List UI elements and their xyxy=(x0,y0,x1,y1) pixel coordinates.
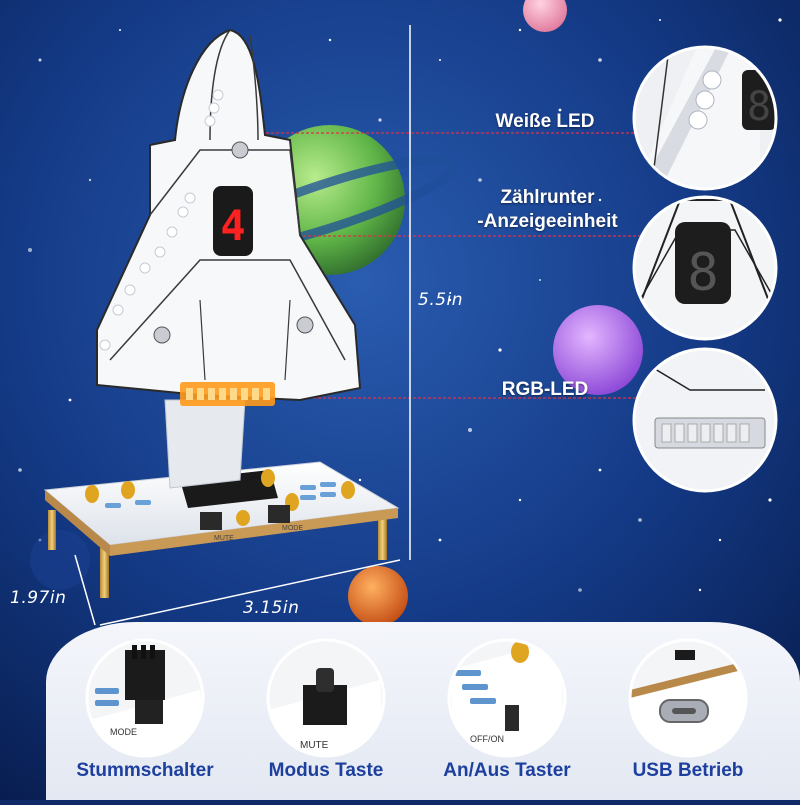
space-shuttle: 4 xyxy=(96,28,362,406)
base-board: MUTE MODE xyxy=(43,454,400,598)
board-stem xyxy=(164,399,246,489)
feature-caption-usb: USB Betrieb xyxy=(632,760,744,781)
board-label-mute: MUTE xyxy=(214,535,234,542)
dimension-height: 5.5in xyxy=(418,290,464,310)
purple-planet xyxy=(553,305,643,395)
callout-countdown-line2: -Anzeigeeinheit xyxy=(477,211,618,232)
svg-text:8: 8 xyxy=(747,84,771,130)
orange-planet xyxy=(348,566,408,626)
dark-planet xyxy=(30,530,90,590)
callout-rgb-led: RGB-LED xyxy=(501,379,589,400)
zoom-circle-white-led: 8 xyxy=(632,45,778,191)
callout-countdown-line1: Zählrunter xyxy=(500,187,595,208)
zoom-circle-countdown-display: 8 xyxy=(632,195,778,341)
board-label-mode: MODE xyxy=(282,525,303,532)
dimension-depth: 1.97in xyxy=(10,588,67,608)
countdown-display-digit: 4 xyxy=(220,201,245,250)
feature-caption-mute-switch: Stummschalter xyxy=(76,760,214,781)
svg-text:8: 8 xyxy=(687,243,718,303)
feature-caption-mode-button: Modus Taste xyxy=(268,760,384,781)
feature-caption-on-off: An/Aus Taster xyxy=(443,760,571,781)
callout-lines xyxy=(206,132,640,399)
pink-planet xyxy=(523,0,567,32)
callout-white-led: Weiße LED xyxy=(495,111,595,132)
zoom-circle-rgb-led xyxy=(632,347,778,493)
dimension-width: 3.15in xyxy=(243,598,300,618)
dimension-lines xyxy=(74,25,411,626)
